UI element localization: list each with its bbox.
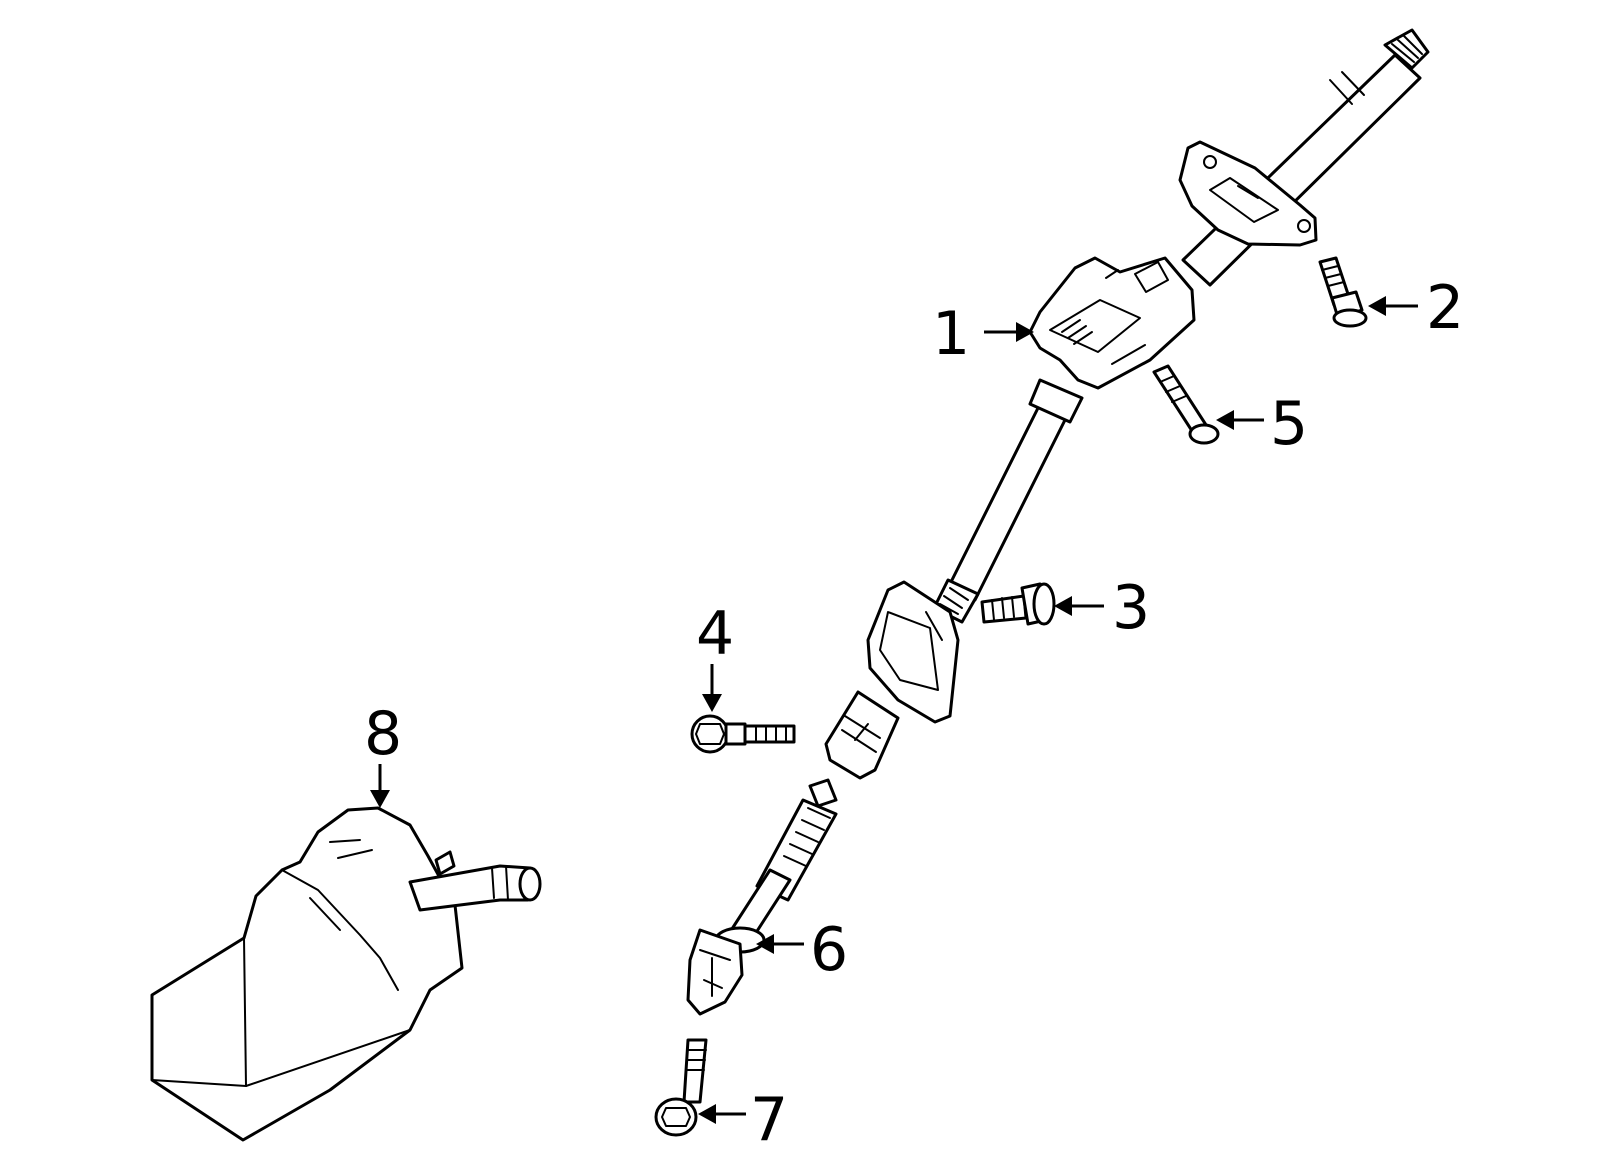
- bolt-3: [980, 582, 1056, 626]
- callout-2: 2: [1368, 273, 1464, 343]
- callout-number-8: 8: [364, 699, 402, 769]
- callout-number-3: 3: [1112, 573, 1150, 643]
- bolt-4: [690, 714, 796, 754]
- callout-4: 4: [696, 599, 734, 712]
- column-cover: [150, 806, 542, 1142]
- callout-5: 5: [1216, 389, 1308, 459]
- bolt-7: [654, 1038, 708, 1137]
- callout-7: 7: [698, 1085, 788, 1155]
- steering-column-assembly: [824, 28, 1430, 780]
- callout-6: 6: [756, 915, 848, 985]
- bolt-5: [1152, 364, 1220, 445]
- callout-number-6: 6: [810, 915, 848, 985]
- callout-number-4: 4: [696, 599, 734, 669]
- callout-number-5: 5: [1270, 389, 1308, 459]
- callout-3: 3: [1054, 573, 1150, 643]
- intermediate-shaft: [686, 778, 838, 1016]
- callout-number-7: 7: [750, 1085, 788, 1155]
- bolt-2: [1318, 256, 1368, 328]
- callout-number-1: 1: [932, 299, 970, 369]
- callout-1: 1: [932, 299, 1034, 369]
- callout-number-2: 2: [1426, 273, 1464, 343]
- callout-8: 8: [364, 699, 402, 808]
